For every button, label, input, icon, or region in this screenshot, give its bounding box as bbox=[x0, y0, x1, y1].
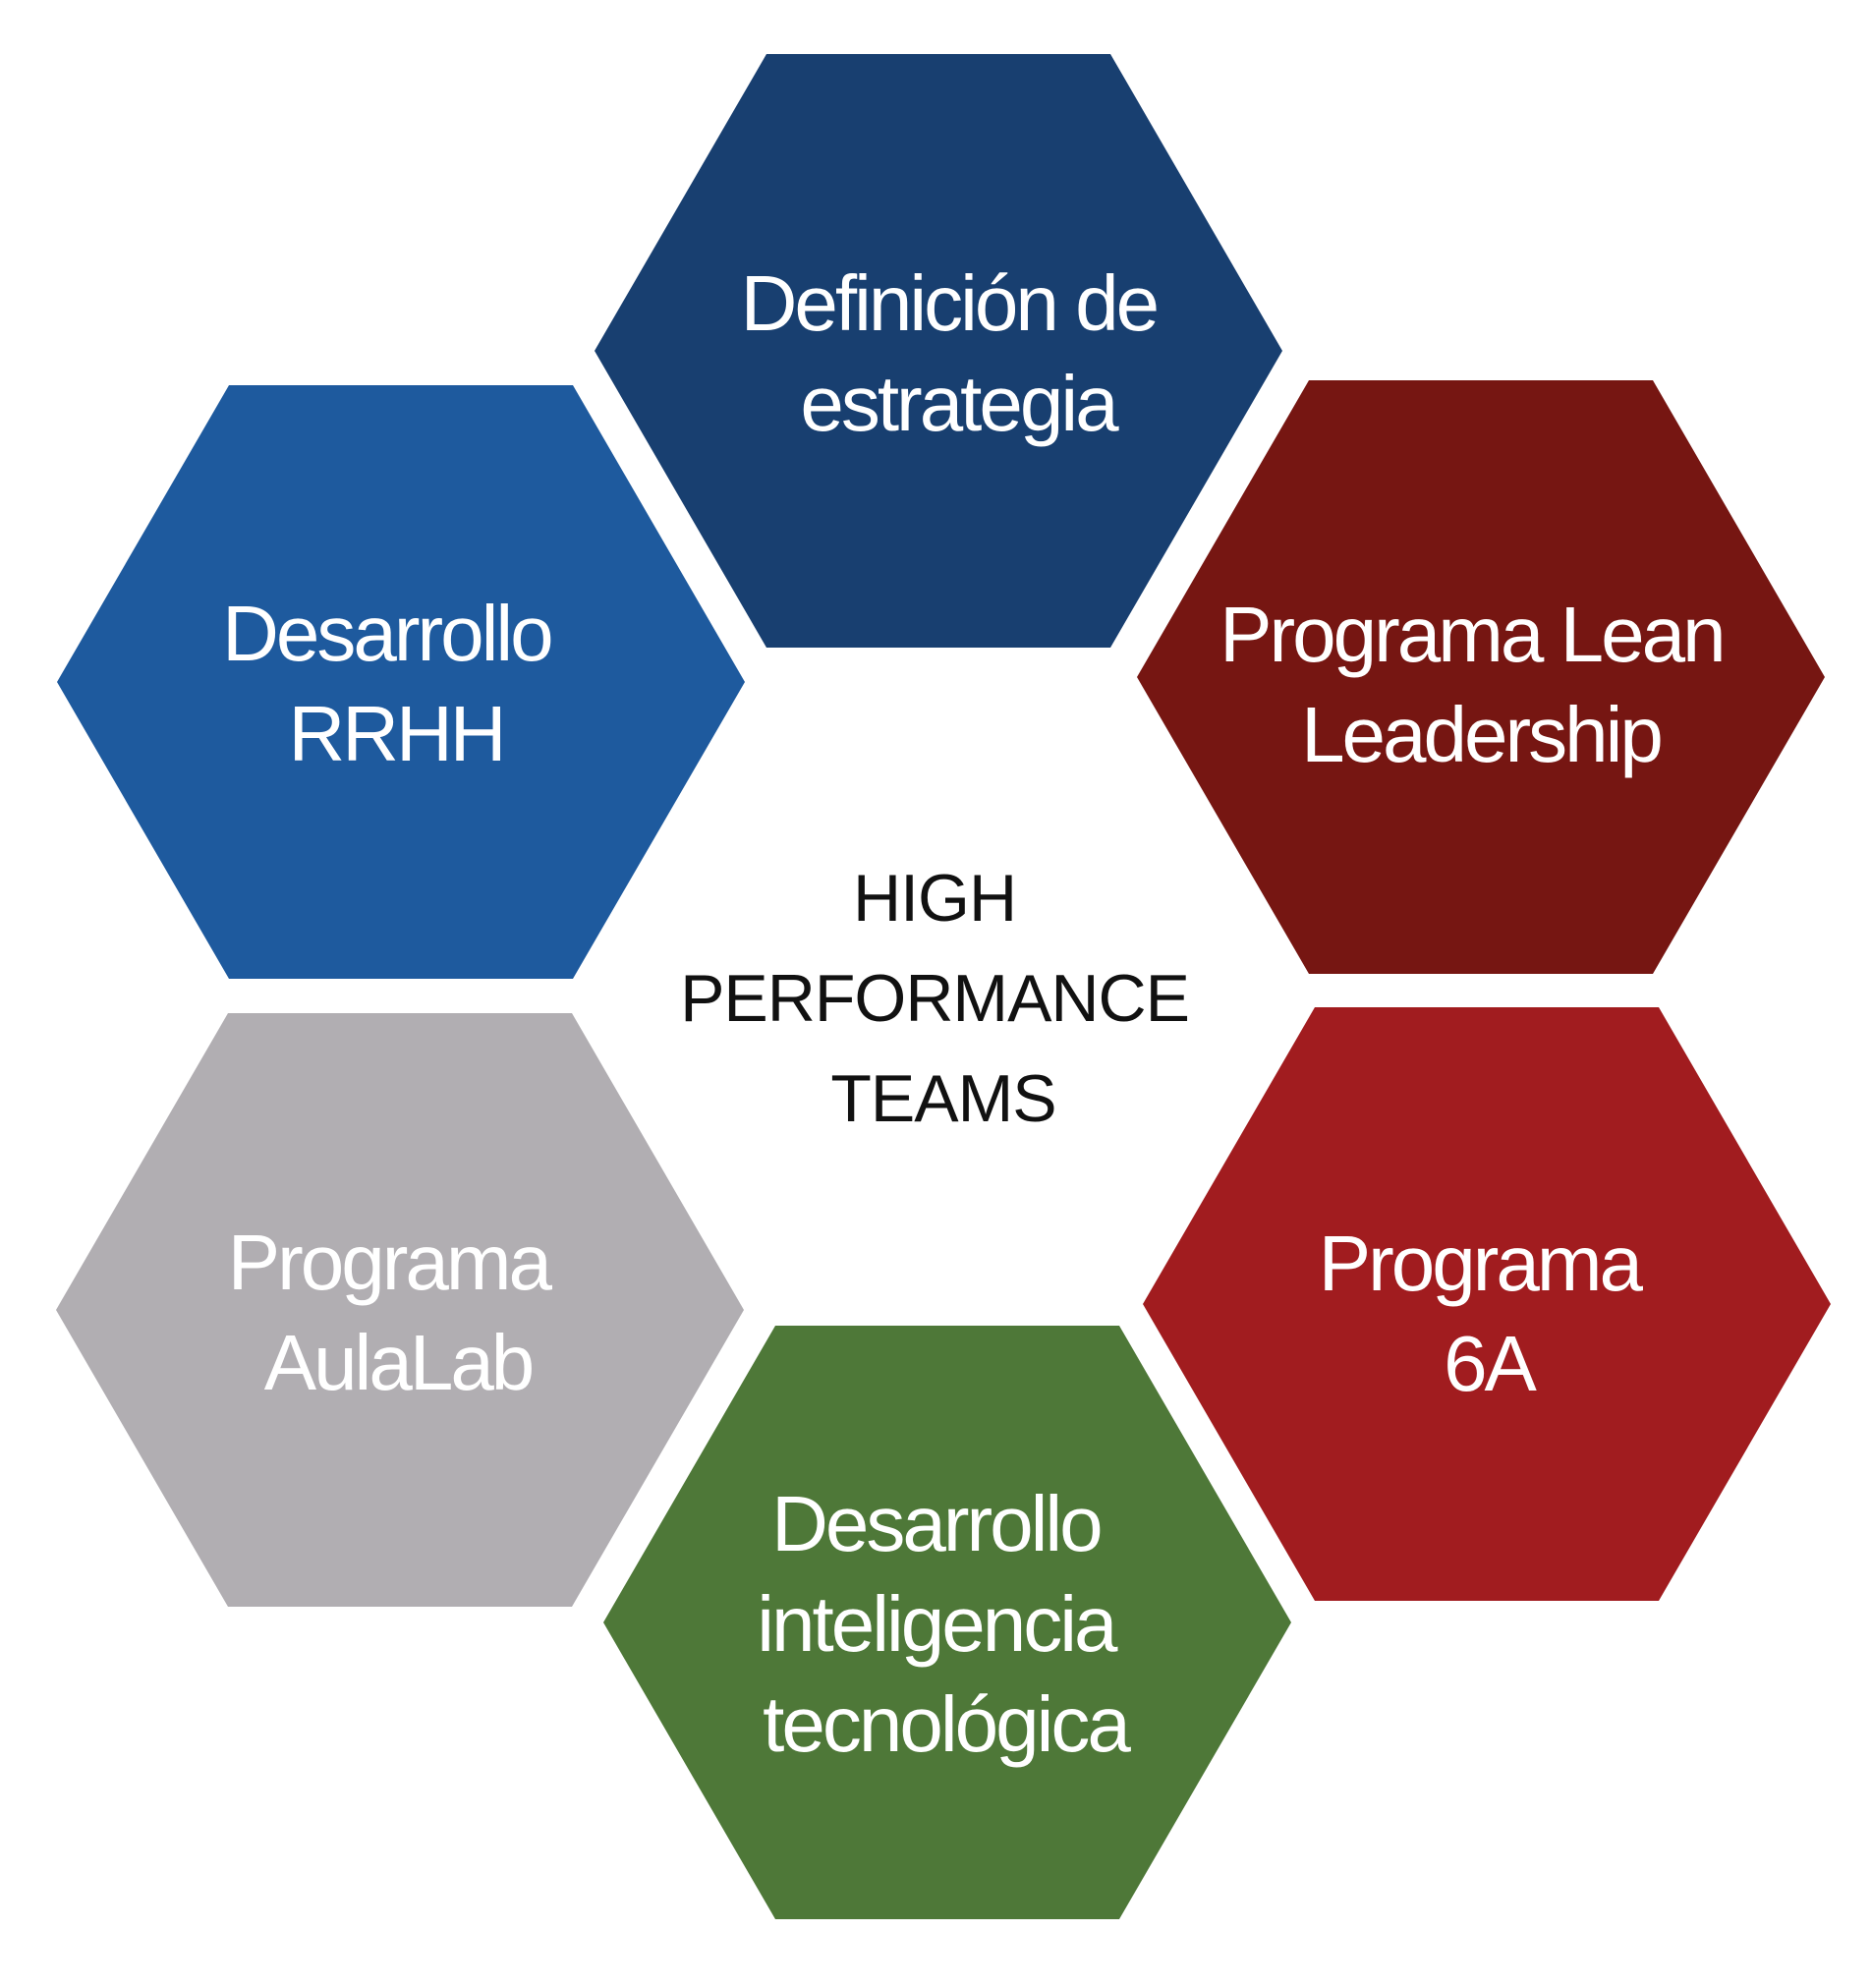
hex-label-line: RRHH bbox=[288, 690, 503, 777]
hex-label-line: 6A bbox=[1444, 1320, 1537, 1407]
hex-label-line: Leadership bbox=[1301, 691, 1661, 778]
hex-definicion-estrategia: Definición de estrategia bbox=[595, 54, 1282, 648]
hex-label-line: Programa Lean bbox=[1219, 591, 1723, 678]
hex-programa-6a: Programa 6A bbox=[1143, 1007, 1831, 1601]
hex-label: Programa 6A bbox=[1319, 1220, 1659, 1407]
hex-label: Desarrollo inteligencia tecnológica bbox=[757, 1480, 1134, 1768]
hex-shape bbox=[1143, 1007, 1831, 1601]
hex-label: Programa AulaLab bbox=[228, 1219, 568, 1406]
hex-label-line: AulaLab bbox=[264, 1319, 533, 1406]
hex-desarrollo-rrhh: Desarrollo RRHH bbox=[57, 385, 745, 979]
hex-programa-aulalab: Programa AulaLab bbox=[56, 1013, 744, 1607]
hex-shape bbox=[603, 1326, 1291, 1919]
hex-shape bbox=[1137, 380, 1825, 974]
hex-programa-lean-leadership: Programa Lean Leadership bbox=[1137, 380, 1825, 974]
hex-label: Definición de estrategia bbox=[741, 259, 1176, 447]
hex-shape bbox=[595, 54, 1282, 648]
center-title-line: PERFORMANCE bbox=[680, 961, 1189, 1036]
hex-shape bbox=[56, 1013, 744, 1607]
hex-label-line: Programa bbox=[228, 1219, 553, 1306]
hex-label-line: Desarrollo bbox=[222, 590, 551, 677]
hex-desarrollo-inteligencia-tecnologica: Desarrollo inteligencia tecnológica bbox=[603, 1326, 1291, 1919]
hex-label-line: Definición de bbox=[741, 259, 1158, 347]
center-title: HIGH PERFORMANCE TEAMS bbox=[680, 861, 1207, 1136]
hex-label-line: Programa bbox=[1319, 1220, 1644, 1307]
hex-label-line: inteligencia bbox=[757, 1580, 1118, 1668]
hex-label: Desarrollo RRHH bbox=[222, 590, 570, 777]
hex-label-line: tecnológica bbox=[763, 1680, 1131, 1768]
hex-shape bbox=[57, 385, 745, 979]
hex-label: Programa Lean Leadership bbox=[1219, 591, 1742, 778]
hex-label-line: Desarrollo bbox=[771, 1480, 1101, 1567]
hex-label-line: estrategia bbox=[800, 360, 1119, 447]
center-title-line: TEAMS bbox=[830, 1061, 1055, 1136]
center-title-line: HIGH bbox=[853, 861, 1016, 936]
